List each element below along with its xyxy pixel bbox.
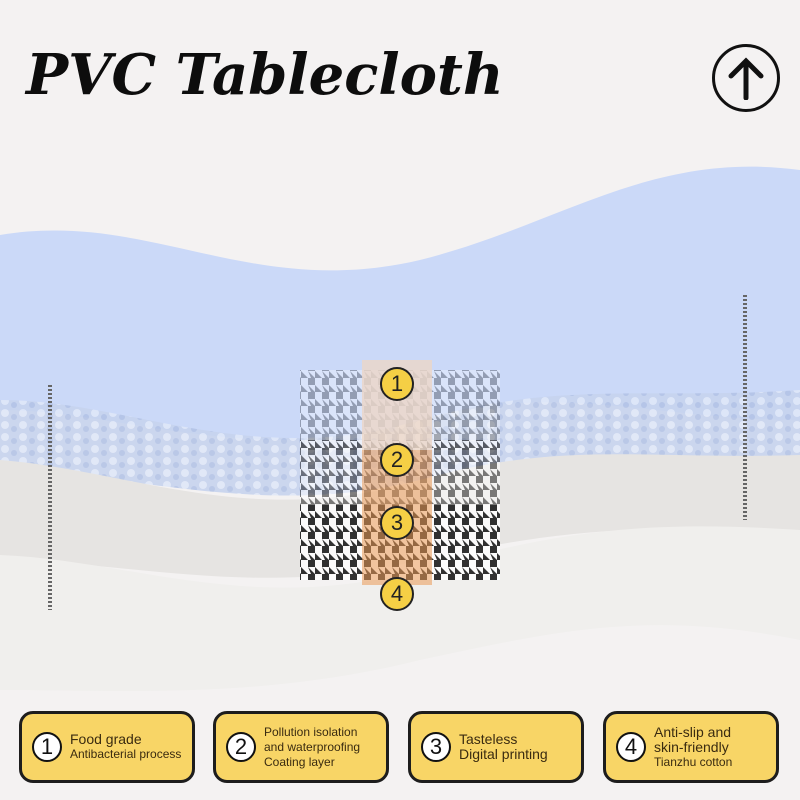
legend-line: Antibacterial process xyxy=(70,747,182,761)
page-title: PVC Tablecloth xyxy=(26,42,504,108)
legend-line: Tianzhu cotton xyxy=(654,754,733,769)
legend-number: 4 xyxy=(616,732,646,762)
legend-number: 2 xyxy=(226,732,256,762)
legend-line: Coating layer xyxy=(264,754,335,769)
legend-line: Pollution isolation xyxy=(264,724,358,739)
layer-marker-3: 3 xyxy=(380,506,414,540)
legend-number: 3 xyxy=(421,732,451,762)
legend-line: skin-friendly xyxy=(654,738,729,755)
arrow-up-icon xyxy=(728,57,764,100)
legend-line: Anti-slip and xyxy=(654,723,732,740)
legend-line: Food grade xyxy=(70,731,142,747)
layer-marker-4: 4 xyxy=(380,577,414,611)
layer-marker-2: 2 xyxy=(380,443,414,477)
scroll-up-button[interactable] xyxy=(712,44,780,112)
pvc-top-layer xyxy=(0,166,800,440)
houndstooth-sample xyxy=(300,360,500,585)
legend-line: Digital printing xyxy=(459,746,548,762)
layer-marker-1: 1 xyxy=(380,367,414,401)
legend-line: and waterproofing xyxy=(264,739,361,754)
legend-line: Tasteless xyxy=(459,731,518,747)
legend-number: 1 xyxy=(32,732,62,762)
